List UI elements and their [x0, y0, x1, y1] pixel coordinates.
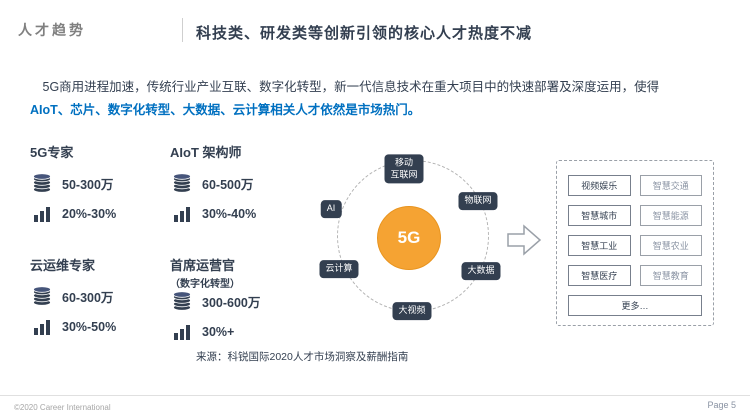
growth-rate: 20%-30%	[62, 207, 117, 221]
coins-icon	[30, 286, 54, 306]
app-box-smart-transport: 智慧交通	[639, 175, 702, 196]
right-arrow-icon	[506, 222, 542, 263]
section-label: 人才趋势	[18, 22, 86, 38]
intro-line-1: 5G商用进程加速，传统行业产业互联、数字化转型，新一代信息技术在重大项目中的快速…	[42, 80, 660, 94]
stat-title: 云运维专家	[30, 258, 96, 273]
stat-card-cloud-ops-expert: 云运维专家 60-300万 30%-50%	[30, 255, 162, 343]
growth-rate: 30%+	[202, 325, 235, 339]
salary-range: 300-600万	[202, 295, 261, 310]
coins-icon	[170, 291, 194, 311]
salary-range: 60-500万	[202, 177, 254, 192]
node-big-video: 大视频	[392, 302, 432, 320]
stat-card-5g-expert: 5G专家 50-300万 20%-30%	[30, 142, 162, 225]
header-divider	[182, 18, 183, 42]
applications-panel: 视频娱乐 智慧交通 智慧城市 智慧能源 智慧工业 智慧农业 智慧医疗 智慧教育 …	[556, 160, 714, 326]
stat-card-coo: 首席运营官 （数字化转型） 300-600万 30%+	[170, 255, 320, 343]
app-box-smart-education: 智慧教育	[639, 265, 702, 286]
growth-row: 20%-30%	[30, 203, 162, 225]
growth-row: 30%+	[170, 321, 320, 343]
stat-title: 5G专家	[30, 145, 74, 160]
stats-grid: 5G专家 50-300万 20%-30% AIoT 架构师	[30, 142, 320, 343]
intro-paragraph: 5G商用进程加速，传统行业产业互联、数字化转型，新一代信息技术在重大项目中的快速…	[30, 76, 730, 122]
copyright-text: ©2020 Career International	[14, 403, 111, 412]
salary-row: 60-300万	[30, 285, 162, 307]
app-box-video-entertainment: 视频娱乐	[568, 175, 631, 196]
app-box-smart-city: 智慧城市	[568, 205, 631, 226]
page-number: Page 5	[707, 400, 736, 410]
app-box-smart-medical: 智慧医疗	[568, 265, 631, 286]
bar-chart-icon	[170, 324, 194, 340]
bar-chart-icon	[170, 206, 194, 222]
stat-title: AIoT 架构师	[170, 145, 242, 160]
stat-title: 首席运营官	[170, 258, 236, 273]
page-title: 科技类、研发类等创新引领的核心人才热度不减	[196, 25, 533, 42]
coins-icon	[170, 173, 194, 193]
growth-rate: 30%-40%	[202, 207, 257, 221]
5g-center-circle: 5G	[377, 206, 441, 270]
salary-range: 60-300万	[62, 290, 114, 305]
node-ai: AI	[320, 200, 342, 218]
growth-row: 30%-40%	[170, 203, 320, 225]
stat-subtitle: （数字化转型）	[170, 279, 240, 290]
salary-row: 60-500万	[170, 172, 320, 194]
salary-range: 50-300万	[62, 177, 114, 192]
coins-icon	[30, 173, 54, 193]
intro-line-2: AIoT、芯片、数字化转型、大数据、云计算相关人才依然是市场热门。	[30, 103, 421, 118]
5g-ecosystem-diagram: 5G 移动 互联网 AI 物联网 云计算 大数据 大视频	[295, 148, 530, 333]
app-box-smart-industry: 智慧工业	[568, 235, 631, 256]
node-big-data: 大数据	[461, 262, 501, 280]
salary-row: 50-300万	[30, 172, 162, 194]
node-iot: 物联网	[458, 192, 498, 210]
node-mobile-internet: 移动 互联网	[384, 154, 424, 184]
app-box-more: 更多…	[568, 295, 702, 316]
node-cloud-computing: 云计算	[319, 260, 359, 278]
growth-rate: 30%-50%	[62, 320, 117, 334]
growth-row: 30%-50%	[30, 316, 162, 338]
bar-chart-icon	[30, 206, 54, 222]
salary-row: 300-600万	[170, 290, 320, 312]
footer-divider	[0, 395, 750, 396]
bar-chart-icon	[30, 319, 54, 335]
app-box-smart-agriculture: 智慧农业	[639, 235, 702, 256]
source-note: 来源：科锐国际2020人才市场洞察及薪酬指南	[196, 351, 409, 363]
app-box-smart-energy: 智慧能源	[639, 205, 702, 226]
stat-card-aiot-architect: AIoT 架构师 60-500万 30%-40%	[170, 142, 320, 225]
